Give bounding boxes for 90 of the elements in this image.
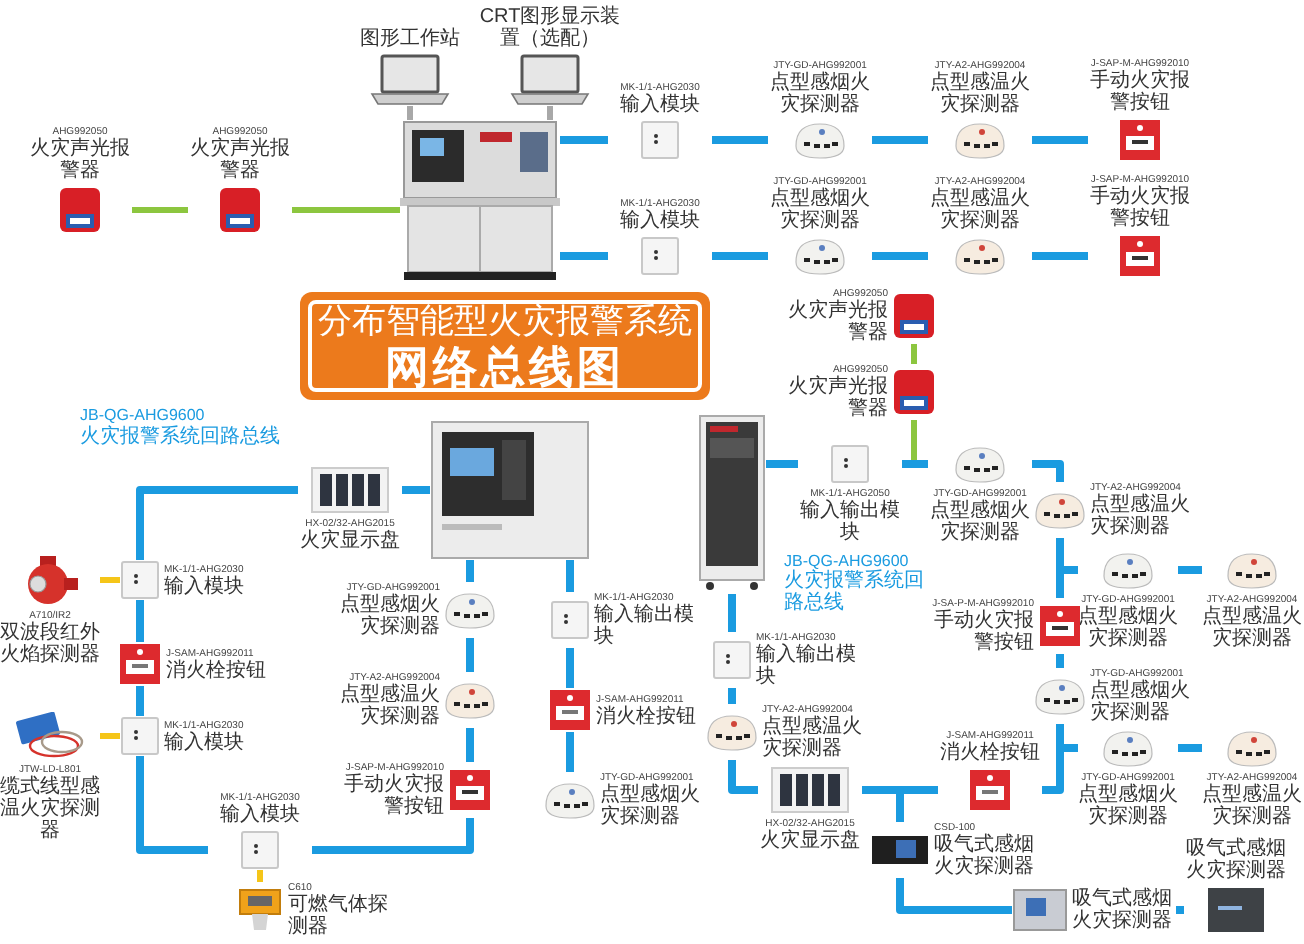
connection-line	[1032, 252, 1088, 260]
connection-line	[911, 344, 917, 364]
device-label: 点型感烟火灾探测器	[928, 500, 1032, 544]
connection-line	[402, 486, 430, 494]
device-label: 吸气式感烟火灾探测器	[1072, 888, 1174, 932]
device-label: 点型感温火灾探测器	[1202, 784, 1302, 828]
connection-line	[257, 870, 263, 882]
connection-line	[407, 106, 413, 120]
connection-line	[100, 733, 120, 739]
connection-line	[712, 136, 768, 144]
device-label: 手动火灾报警按钮	[932, 610, 1034, 654]
connection-line	[1056, 654, 1064, 668]
connection-line	[566, 732, 574, 772]
connection-line	[132, 207, 188, 213]
device-label: 吸气式感烟火灾探测器	[934, 834, 1036, 878]
bus-label: JB-QG-AHG9600	[80, 404, 205, 425]
connection-line	[1032, 136, 1088, 144]
device-label: 输入模块	[220, 804, 300, 826]
device-label: 缆式线型感温火灾探测器	[0, 776, 100, 842]
bus-label: JB-QG-AHG9600	[784, 550, 909, 570]
connection-line	[566, 560, 574, 592]
connection-line	[292, 207, 400, 213]
device-label: 手动火灾报警按钮	[1088, 70, 1192, 114]
connection-line	[728, 760, 758, 794]
title-text: 分布智能型火灾报警系统	[318, 301, 692, 341]
device-label: 输入模块	[164, 575, 244, 597]
device-label: 点型感烟火灾探测器	[768, 188, 872, 232]
connection-line	[728, 594, 736, 632]
device-label: 火灾声光报警器	[786, 376, 888, 420]
connection-line	[312, 818, 474, 854]
connection-line	[1178, 566, 1202, 574]
device-label: 手动火灾报警按钮	[342, 774, 444, 818]
connection-line	[902, 460, 928, 468]
device-label: 点型感温火灾探测器	[338, 684, 440, 728]
device-label: 点型感烟火灾探测器	[768, 72, 872, 116]
connection-line	[560, 252, 608, 260]
connection-line	[896, 878, 1012, 914]
device-label: 输入输出模块	[756, 644, 858, 688]
connection-line	[1176, 906, 1184, 914]
device-label: 火灾显示盘	[300, 530, 400, 552]
connection-line	[100, 577, 120, 583]
connection-line	[872, 136, 928, 144]
device-label: 图形工作站	[360, 28, 460, 50]
title-banner	[300, 292, 710, 400]
connection-line	[547, 106, 553, 120]
device-label: 点型感烟火灾探测器	[1078, 606, 1178, 650]
connection-line	[466, 560, 474, 582]
connection-line	[872, 252, 928, 260]
connection-line	[712, 252, 768, 260]
device-label: 点型感温火灾探测器	[762, 716, 864, 760]
connection-line	[136, 600, 144, 642]
device-label: 输入模块	[164, 731, 244, 753]
device-label: 点型感烟火灾探测器	[1078, 784, 1178, 828]
device-label: 消火栓按钮	[940, 742, 1040, 764]
connection-line	[1032, 460, 1064, 482]
connection-line	[466, 728, 474, 762]
bus-label: 火灾报警系统回路总线	[80, 426, 282, 448]
connection-line	[766, 460, 798, 468]
device-label: 输入模块	[620, 94, 700, 116]
device-label: 消火栓按钮	[596, 705, 696, 727]
device-label: 点型感温火灾探测器	[928, 72, 1032, 116]
connection-line	[136, 756, 208, 854]
device-label: 双波段红外火焰探测器	[0, 622, 100, 666]
device-label: 火灾声光报警器	[188, 138, 292, 182]
device-label: 点型感温火灾探测器	[928, 188, 1032, 232]
connection-line	[466, 638, 474, 672]
device-label: 火灾声光报警器	[786, 300, 888, 344]
connection-line	[566, 648, 574, 688]
device-label: 可燃气体探测器	[288, 894, 390, 938]
device-label: 点型感烟火灾探测器	[600, 784, 702, 828]
device-label: 消火栓按钮	[166, 659, 266, 681]
title-text: 网络总线图	[385, 341, 625, 391]
connection-line	[1178, 744, 1202, 752]
device-label: 点型感烟火灾探测器	[1090, 680, 1192, 724]
device-label: 点型感烟火灾探测器	[338, 594, 440, 638]
connection-line	[136, 486, 298, 560]
device-label: 点型感温火灾探测器	[1202, 606, 1302, 650]
connection-line	[560, 136, 608, 144]
device-label: 火灾显示盘	[760, 830, 860, 852]
device-label: 输入模块	[620, 210, 700, 232]
connection-line	[728, 688, 736, 704]
device-label: 手动火灾报警按钮	[1088, 186, 1192, 230]
device-label: 吸气式感烟火灾探测器	[1184, 838, 1288, 882]
bus-label: 火灾报警系统回路总线	[784, 570, 926, 614]
connection-line	[136, 686, 144, 716]
device-label: 点型感温火灾探测器	[1090, 494, 1192, 538]
device-label: CRT图形显示装置（选配）	[477, 6, 623, 50]
device-label: 火灾声光报警器	[28, 138, 132, 182]
device-label: 输入输出模块	[798, 500, 902, 544]
device-label: 输入输出模块	[594, 604, 696, 648]
